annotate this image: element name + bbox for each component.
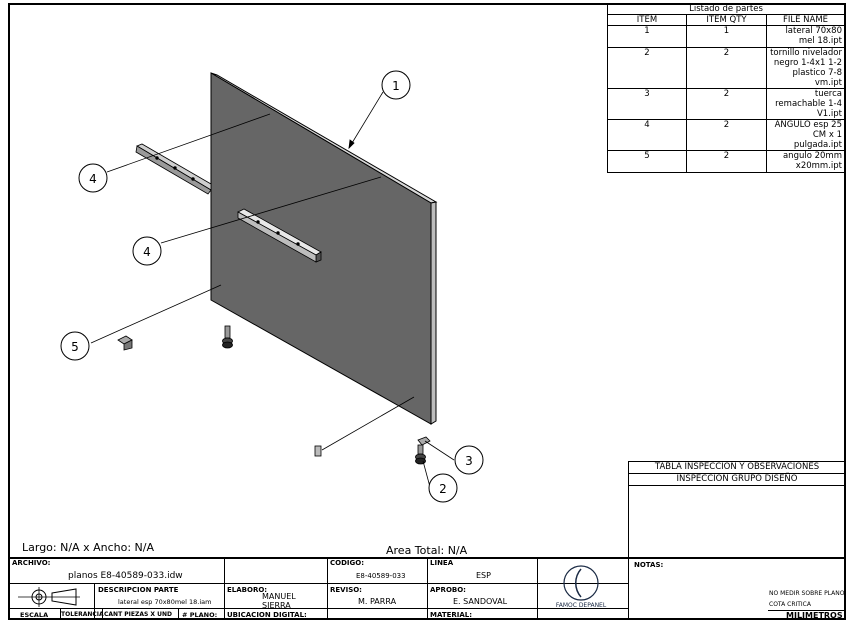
file-cell: lateral 70x80 mel 18.ipt: [766, 25, 845, 48]
file-cell: angulo 20mm x20mm.ipt: [766, 150, 845, 173]
archivo-label: ARCHIVO:: [12, 559, 51, 567]
ubicacion-label: UBICACION DIGITAL:: [227, 611, 307, 619]
balloon-4-upper: 4: [78, 163, 108, 193]
balloon-2: 2: [428, 473, 458, 503]
inspection-box: [628, 485, 846, 558]
parts-list-table: Listado de partes ITEM ITEM QTY FILE NAM…: [607, 3, 845, 173]
panel-face: [210, 72, 432, 425]
cant-piezas-label: CANT PIEZAS X UND: [104, 611, 172, 618]
descripcion-value: lateral esp 70x80mel 18.iam: [118, 598, 212, 606]
elaboro-value: MANUEL SIERRA: [262, 592, 296, 610]
balloon-5-label: 5: [71, 340, 79, 354]
balloon-3-label: 3: [465, 454, 473, 468]
archivo-value: planos E8-40589-033.idw: [68, 571, 183, 581]
reviso-label: REVISO:: [330, 586, 362, 594]
balloon-4-upper-label: 4: [89, 172, 97, 186]
aprobo-value: E. SANDOVAL: [453, 597, 508, 606]
tolerancia-label: TOLERANCIA: [61, 611, 104, 618]
descripcion-label: DESCRIPCION PARTE: [98, 586, 179, 594]
leader-lines: [90, 91, 455, 488]
reviso-value: M. PARRA: [358, 597, 397, 606]
angle-bracket-lower: [237, 208, 322, 263]
notas-label: NOTAS:: [634, 561, 664, 569]
exploded-assembly-view: 1 4 4 5 3 2: [60, 70, 484, 503]
balloon-5: 5: [60, 331, 90, 361]
material-label: MATERIAL:: [430, 611, 473, 619]
balloon-4-lower: 4: [132, 236, 162, 266]
linea-label: LINEA: [430, 559, 454, 567]
plano-label: # PLANO:: [182, 611, 218, 619]
balloon-3: 3: [454, 445, 484, 475]
balloon-1-label: 1: [392, 79, 400, 93]
rivet-nut: [314, 445, 322, 457]
file-cell: tuerca remachable 1-4 V1.ipt: [766, 88, 845, 120]
leveling-screw-left: [222, 325, 233, 349]
small-angle-part: [117, 335, 133, 351]
table-row: 5 2 angulo 20mm x20mm.ipt: [607, 150, 845, 173]
cota-critica-text: COTA CRITICA: [769, 601, 811, 608]
dimensions-text: Largo: N/A x Ancho: N/A: [22, 541, 154, 554]
angle-bracket-upper: [135, 143, 212, 195]
aprobo-label: APROBO:: [430, 586, 466, 594]
item-cell: 2: [607, 47, 687, 89]
units-text: MILIMETROS: [786, 611, 843, 620]
qty-cell: 2: [686, 88, 767, 120]
escala-label: ESCALA: [20, 611, 49, 619]
balloon-1: 1: [381, 70, 411, 100]
logo-text: FAMOC DEPANEL: [556, 602, 607, 609]
codigo-label: CODIGO:: [330, 559, 364, 567]
elaboro-label: ELABORO:: [227, 586, 268, 594]
file-cell: tornillo nivelador negro 1-4x1 1-2 plast…: [766, 47, 845, 89]
codigo-value: E8-40589-033: [356, 572, 406, 580]
leveling-screw-right: [415, 436, 431, 465]
table-row: 1 1 lateral 70x80 mel 18.ipt: [607, 25, 845, 48]
no-medir-text: NO MEDIR SOBRE PLANO: [769, 590, 845, 597]
projection-symbol-icon: [18, 587, 80, 607]
company-logo: FAMOC DEPANEL: [556, 565, 607, 609]
area-total-text: Area Total: N/A: [386, 544, 468, 557]
balloon-4-lower-label: 4: [143, 245, 151, 259]
balloon-2-label: 2: [439, 482, 447, 496]
panel-right-edge: [430, 201, 437, 425]
linea-value: ESP: [476, 571, 491, 580]
